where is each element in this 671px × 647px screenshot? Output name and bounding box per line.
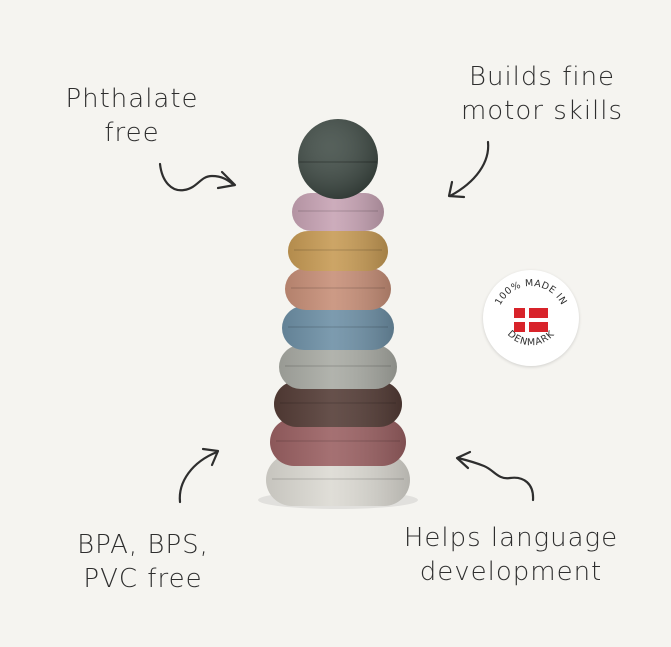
callout-motor-skills-line2: motor skills (460, 96, 624, 126)
made-in-denmark-badge: 100% MADE IN DENMARK (483, 270, 579, 366)
toy-ring-5 (279, 345, 397, 389)
toy-ball (298, 119, 378, 199)
callout-motor-skills-line1: Builds fine (468, 62, 616, 92)
toy-ring-1 (292, 193, 384, 231)
callout-bpa-free-line1: BPA, BPS, (77, 530, 209, 560)
arrow-top-right-head-icon (447, 180, 466, 199)
toy-ring-6 (274, 381, 402, 427)
callout-bpa-free-line2: PVC free (83, 564, 203, 594)
toy-ring-7 (270, 418, 406, 466)
arrow-top-left-icon (158, 162, 236, 192)
callout-language-development-line1: Helps language (403, 523, 619, 553)
callout-bpa-free: BPA, BPS, PVC free (58, 528, 228, 596)
callout-motor-skills: Builds fine motor skills (452, 60, 632, 128)
toy-ring-2 (288, 231, 388, 271)
arrow-top-right-icon (448, 140, 490, 198)
arrow-top-left-head-icon (216, 170, 237, 190)
toy-ring-3 (285, 268, 391, 310)
callout-phthalate-free-line2: free (104, 118, 160, 148)
arrow-bottom-right-icon (456, 456, 535, 502)
toy-ring-8 (266, 454, 410, 506)
arrow-bottom-left-head-icon (201, 447, 220, 467)
arrow-bottom-left-icon (178, 450, 219, 504)
callout-phthalate-free-line1: Phthalate (65, 84, 199, 114)
danish-flag-icon (514, 308, 548, 332)
badge-text-top: 100% MADE IN (493, 278, 569, 307)
arrow-bottom-right-head-icon (455, 450, 472, 470)
callout-language-development-line2: development (419, 557, 603, 587)
callout-language-development: Helps language development (396, 521, 626, 589)
callout-phthalate-free: Phthalate free (52, 82, 212, 150)
toy-ring-4 (282, 306, 394, 350)
